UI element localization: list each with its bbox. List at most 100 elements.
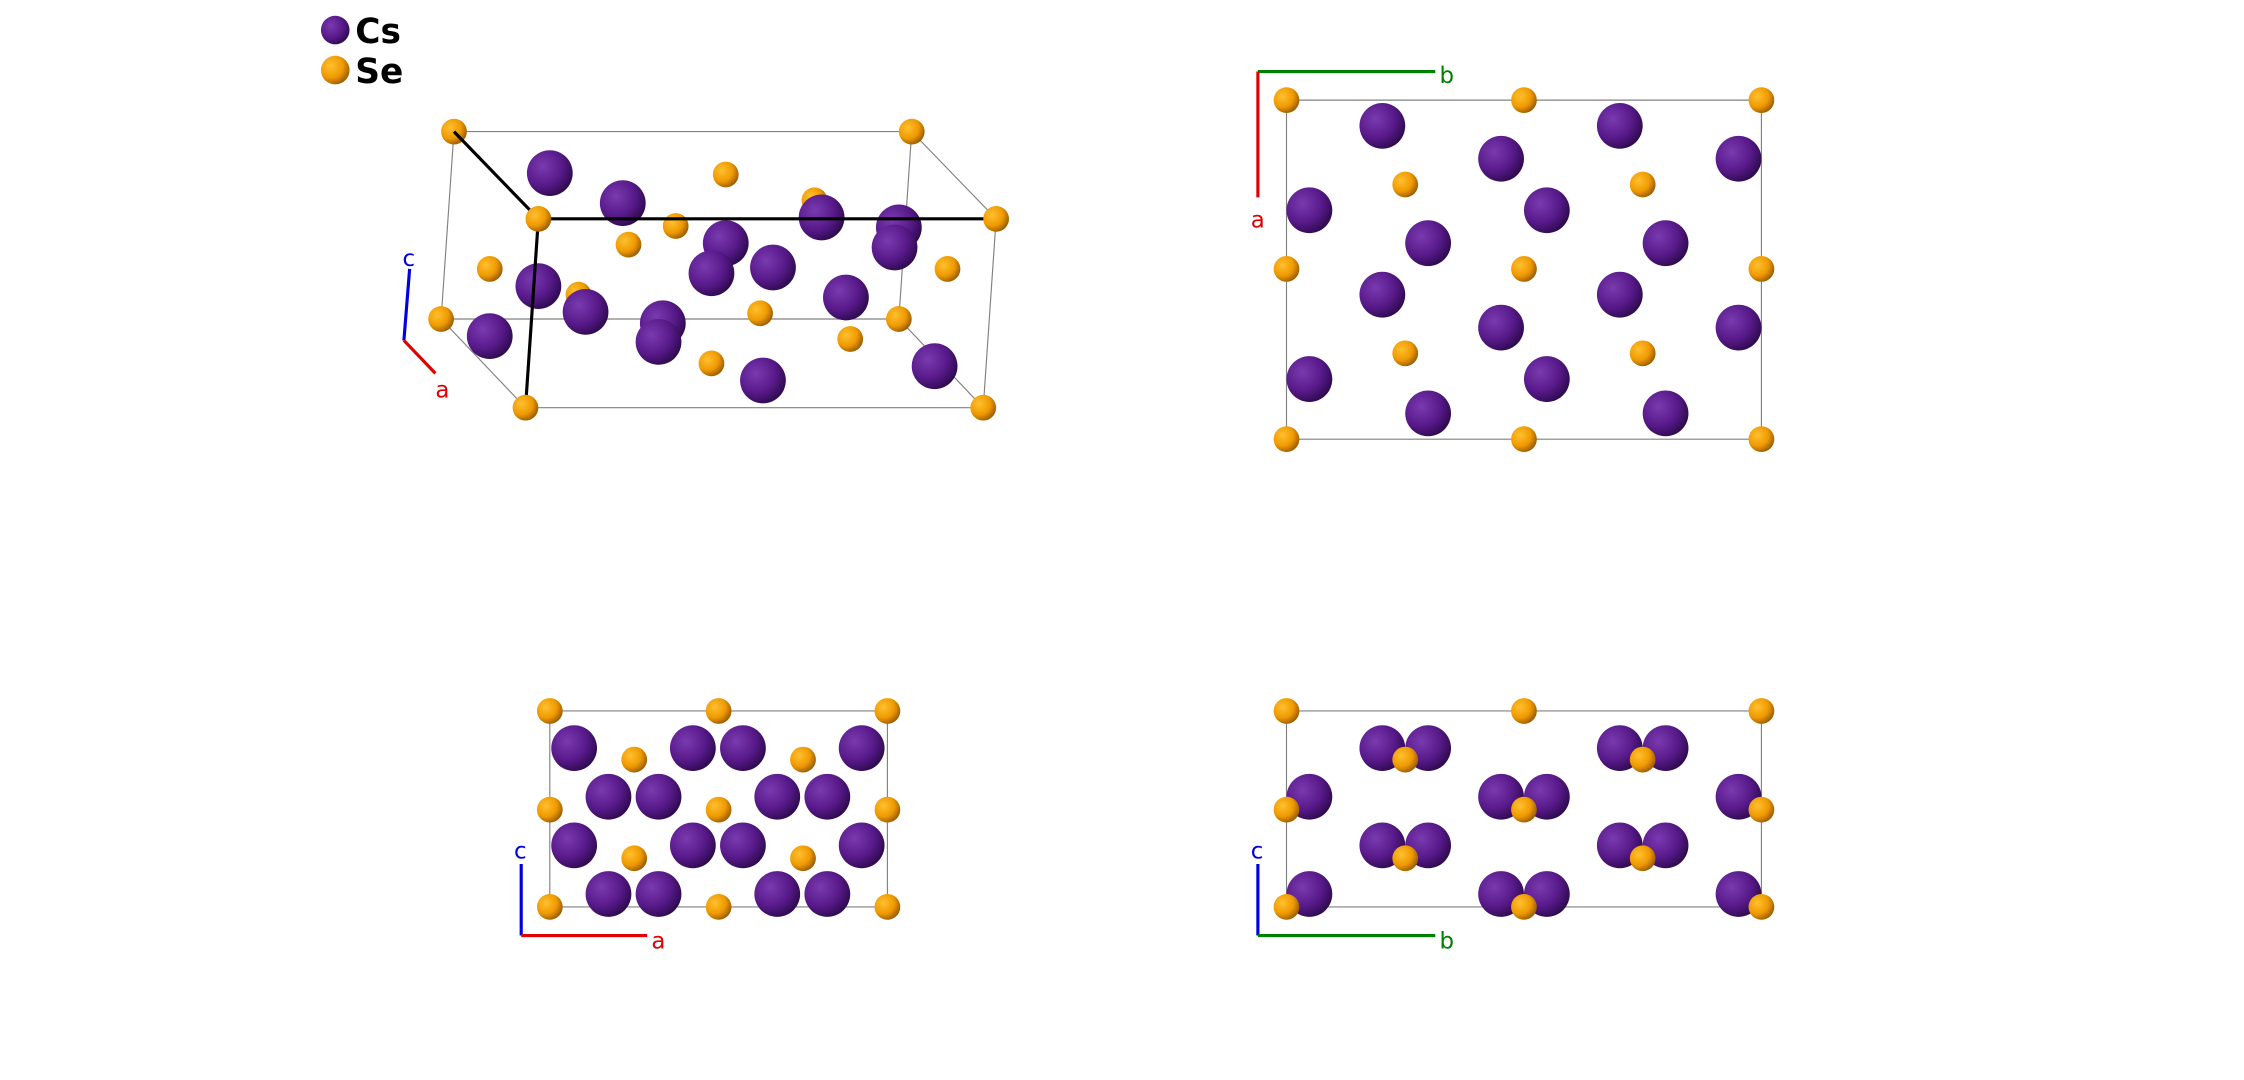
se-atom <box>476 256 503 282</box>
se-atom <box>536 698 563 724</box>
cs-atom <box>562 288 609 335</box>
axis-a <box>402 339 437 375</box>
cs-atom <box>669 822 716 869</box>
cs-atom <box>585 871 632 917</box>
cs-atom <box>1478 304 1524 351</box>
se-atom <box>1748 894 1775 920</box>
se-atom <box>698 350 725 377</box>
se-atom <box>1273 87 1300 114</box>
se-atom <box>712 161 739 188</box>
se-atom <box>705 796 732 823</box>
cs-atom <box>1286 356 1333 402</box>
se-atom <box>874 796 901 823</box>
se-atom <box>970 394 997 421</box>
axis-label-c: c <box>1251 838 1264 864</box>
axis-c <box>402 268 412 341</box>
cs-atom <box>754 871 801 917</box>
cell-edge <box>982 218 997 408</box>
axis-label-c: c <box>514 838 527 864</box>
cell-edge-highlighted <box>452 130 540 220</box>
cs-atom <box>1359 271 1406 318</box>
se-atom <box>615 231 642 258</box>
se-atom <box>1748 796 1775 823</box>
cs-atom <box>1523 187 1570 234</box>
se-atom <box>874 894 901 920</box>
cs-atom <box>1596 102 1643 149</box>
se-atom <box>790 845 816 872</box>
cs-atom <box>823 274 869 321</box>
se-atom <box>1392 845 1419 872</box>
cs-atom <box>669 725 716 772</box>
se-atom <box>705 894 732 920</box>
cs-atom <box>754 773 801 820</box>
cs-atom <box>1359 102 1406 149</box>
cs-atom <box>720 822 766 869</box>
view-along-b <box>519 698 901 938</box>
se-atom <box>1273 796 1300 823</box>
cs-atom <box>515 263 562 309</box>
cs-atom <box>526 150 573 196</box>
cs-atom <box>466 313 513 360</box>
axis-label-a: a <box>1251 207 1265 233</box>
cs-atom <box>1405 390 1452 437</box>
cs-atom <box>1642 390 1689 437</box>
se-atom <box>1392 340 1419 367</box>
axis-label-b: b <box>1440 928 1455 954</box>
axis-labels: c a b a c a c b <box>402 63 1454 954</box>
cs-atom <box>1715 304 1762 351</box>
axis-label-b: b <box>1440 63 1455 89</box>
cs-atom <box>635 773 682 820</box>
se-atom <box>934 256 961 282</box>
se-atom <box>1629 171 1656 198</box>
legend-label-se: Se <box>355 52 403 92</box>
cs-atom <box>1405 220 1452 267</box>
view-along-c <box>1256 69 1775 453</box>
se-atom <box>790 746 816 773</box>
legend-item-cs: Cs <box>320 12 401 52</box>
cs-atom <box>911 343 958 390</box>
cs-atom <box>1523 356 1570 402</box>
cell-edge-highlighted <box>523 218 540 408</box>
cs-atom <box>688 250 735 297</box>
se-atom <box>1273 256 1300 282</box>
se-atom <box>747 300 773 327</box>
cs-atom <box>1596 271 1643 318</box>
se-atom <box>428 306 454 332</box>
se-atom <box>512 394 539 421</box>
se-atom <box>1511 796 1537 823</box>
se-atom <box>705 698 732 724</box>
se-atom <box>621 746 648 773</box>
se-atom <box>1273 698 1300 724</box>
se-atom <box>1629 746 1656 773</box>
se-atom <box>1511 894 1537 920</box>
se-atom <box>837 326 864 352</box>
se-atom <box>525 205 552 232</box>
cs-atom <box>838 725 885 772</box>
cell-edge <box>440 318 526 409</box>
legend-label-cs: Cs <box>355 12 401 52</box>
cs-atom <box>1642 220 1689 267</box>
cs-atom <box>871 224 918 271</box>
se-atom <box>1392 746 1419 773</box>
se-atom <box>874 698 901 724</box>
se-atom <box>1511 87 1537 114</box>
cell-edge <box>440 131 455 320</box>
se-atom <box>536 796 563 823</box>
se-atom <box>898 118 925 145</box>
se-atom <box>1748 256 1775 282</box>
se-atom <box>662 213 689 239</box>
se-atom <box>1511 426 1537 453</box>
cs-atom <box>804 773 851 820</box>
se-atom <box>1629 845 1656 872</box>
se-atom <box>1273 894 1300 920</box>
se-atom <box>536 894 563 920</box>
cs-atom <box>551 822 598 869</box>
se-atom <box>1511 698 1537 724</box>
cs-atom <box>551 725 598 772</box>
view-along-a <box>1256 698 1775 938</box>
cs-atom-icon <box>320 15 350 45</box>
cs-atom <box>1478 135 1524 182</box>
se-atom <box>1748 87 1775 114</box>
se-atom <box>1511 256 1537 282</box>
